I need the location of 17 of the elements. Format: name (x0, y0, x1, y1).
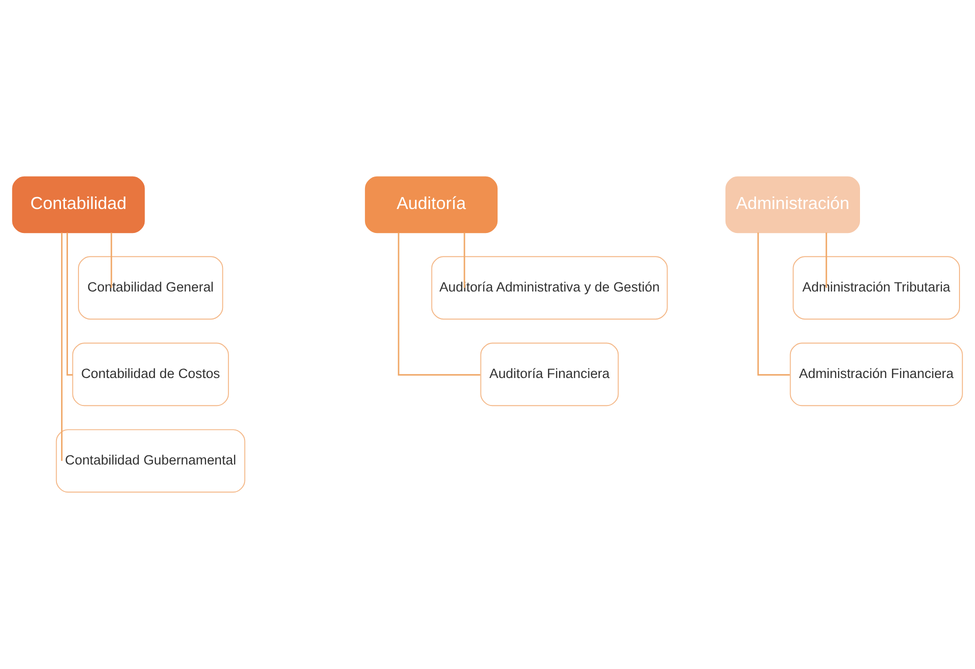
node-box: Contabilidad Gubernamental (56, 429, 246, 493)
node-box: Auditoría Financiera (480, 342, 619, 406)
connector (398, 232, 480, 376)
node-box: Auditoría (364, 176, 498, 234)
connector (66, 232, 73, 376)
node-box: Contabilidad (12, 176, 145, 234)
connector (464, 232, 466, 288)
node-box: Auditoría Administrativa y de Gestión (431, 256, 668, 320)
node-box: Administración Financiera (790, 342, 963, 406)
connector (110, 232, 112, 288)
node-box: Contabilidad General (78, 256, 224, 320)
connector (826, 232, 828, 288)
node-box: Contabilidad de Costos (72, 342, 229, 406)
connector (61, 232, 63, 461)
connector (757, 232, 790, 376)
node-box: Administración Tributaria (792, 256, 960, 320)
node-box: Administración (725, 176, 860, 234)
